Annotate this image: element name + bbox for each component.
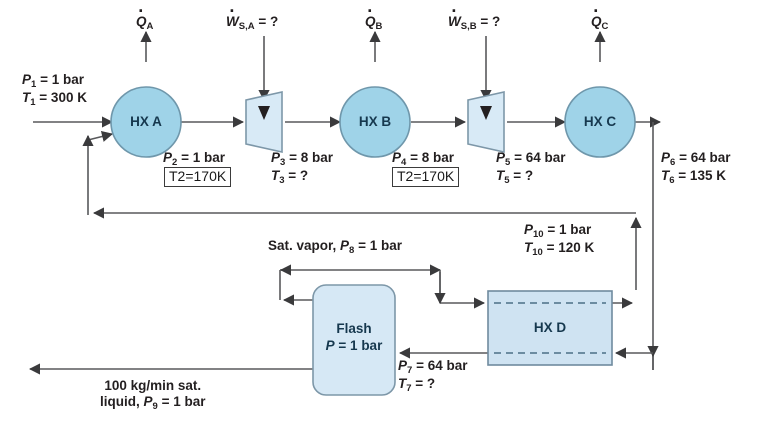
compressor-b-flow-arrow-icon (480, 106, 492, 120)
label-stream-1: P1 = 1 bar T1 = 300 K (22, 72, 87, 108)
unit-label-hx-d: HX D (533, 320, 567, 335)
label-stream-8: Sat. vapor, P8 = 1 bar (268, 238, 402, 256)
unit-label-hx-c: HX C (583, 114, 617, 129)
label-q-b: QB (365, 14, 382, 32)
unit-hx-b-shape[interactable] (339, 86, 411, 158)
unit-label-hx-a: HX A (130, 114, 162, 129)
annotation-t2-note-a[interactable]: T2=170K (164, 167, 232, 187)
label-stream-3: P3 = 8 bar T3 = ? (271, 150, 333, 186)
label-stream-7: P7 = 64 bar T7 = ? (398, 358, 468, 394)
label-stream-10: P10 = 1 bar T10 = 120 K (524, 222, 595, 258)
flow-lines (28, 30, 662, 375)
label-w-sb: WS,B = ? (448, 14, 500, 32)
unit-label-flash: Flash P = 1 bar (309, 320, 399, 354)
compressor-a-flow-arrow-icon (258, 106, 270, 120)
label-stream-6: P6 = 64 bar T6 = 135 K (661, 150, 731, 186)
unit-compressor-b-shape[interactable] (467, 91, 505, 153)
flash-pressure-var: P (325, 338, 335, 353)
flash-title: Flash (336, 321, 372, 336)
label-stream-9: 100 kg/min sat. liquid, P9 = 1 bar (100, 378, 206, 412)
label-stream-2: P2 = 1 bar (163, 150, 225, 168)
line-cold-return-into-hxa (87, 131, 114, 142)
unit-flash-shape[interactable] (312, 284, 396, 396)
label-q-c: QC (591, 14, 608, 32)
flash-pressure-value: = 1 bar (334, 338, 383, 353)
unit-hx-c-shape[interactable] (564, 86, 636, 158)
unit-compressor-a-shape[interactable] (245, 91, 283, 153)
label-w-sa: WS,A = ? (226, 14, 278, 32)
label-stream-5: P5 = 64 bar T5 = ? (496, 150, 566, 186)
label-stream-4: P4 = 8 bar (392, 150, 454, 168)
equipment-shapes (110, 86, 636, 396)
unit-label-hx-b: HX B (358, 114, 392, 129)
unit-hx-a-shape[interactable] (110, 86, 182, 158)
annotation-t2-note-b[interactable]: T2=170K (392, 167, 460, 187)
label-q-a: QA (136, 14, 153, 32)
